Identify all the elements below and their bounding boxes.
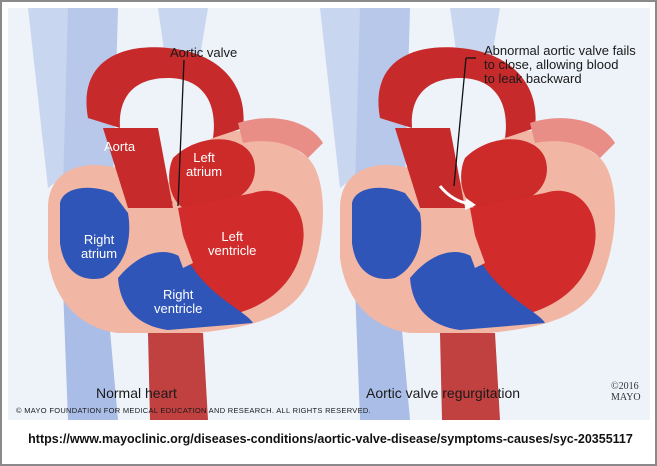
aorta-label: Aorta: [104, 139, 136, 154]
regurgitation-heart-drawing: [320, 8, 615, 420]
left-atrium-label: Left atrium: [186, 150, 223, 179]
regurgitation-caption: Aortic valve regurgitation: [366, 385, 521, 401]
normal-heart-drawing: [28, 8, 323, 420]
heart-diagram: [28, 8, 615, 420]
copyright-notice: © MAYO FOUNDATION FOR MEDICAL EDUCATION …: [16, 406, 371, 415]
left-ventricle-label: Left ventricle: [208, 229, 257, 258]
right-atrium-label: Right atrium: [81, 232, 118, 261]
right-ventricle-label: Right ventricle: [154, 287, 203, 316]
aortic-valve-label: Aortic valve: [170, 45, 238, 60]
mayo-copyright-mark: ©2016 MAYO: [611, 381, 641, 403]
abnormal-valve-label: Abnormal aortic valve fails to close, al…: [484, 43, 636, 86]
normal-heart-caption: Normal heart: [96, 385, 177, 401]
source-url: https://www.mayoclinic.org/diseases-cond…: [28, 432, 633, 446]
heart-illustration: Aortic valve Aorta Left atrium Right atr…: [8, 8, 650, 420]
